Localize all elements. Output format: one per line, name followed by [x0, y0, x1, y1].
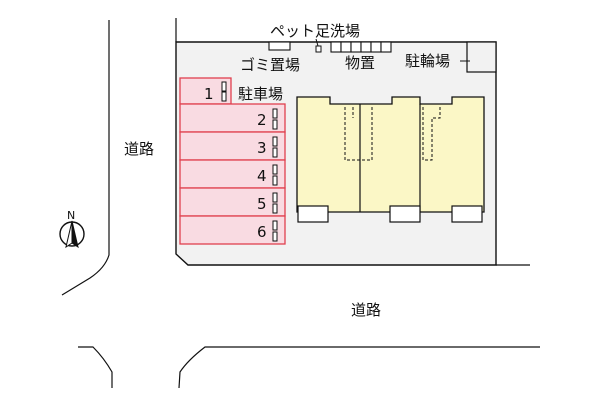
north-arrow-icon: N [59, 209, 85, 249]
parking-space-number: 5 [257, 195, 267, 213]
bicycle-parking-box [466, 41, 497, 73]
pet-foot-wash-tap [315, 45, 322, 53]
north-label: N [67, 209, 75, 222]
road-south-right-edge [178, 346, 540, 389]
parking-space-number: 3 [257, 139, 267, 157]
parking-space-number: 1 [204, 85, 214, 103]
parking-space-6 [179, 215, 286, 245]
road-west-edge [61, 20, 110, 296]
road-south-label: 道路 [351, 301, 381, 319]
wheel-stops [221, 81, 278, 242]
bicycle-parking-label: 駐輪場 [405, 52, 450, 70]
apartment-building [296, 96, 485, 213]
parking-space-3 [179, 131, 286, 161]
road-west-label: 道路 [124, 140, 154, 158]
interior-dashed-lines [344, 107, 441, 161]
pet-foot-wash-label: ペット足洗場 [270, 22, 360, 40]
entrance-steps [297, 205, 483, 223]
parking-space-2 [179, 103, 286, 133]
garbage-label: ゴミ置場 [240, 56, 300, 74]
parking-space-5 [179, 187, 286, 217]
garbage-box [268, 41, 291, 51]
parking-space-4 [179, 159, 286, 189]
parking-space-number: 6 [257, 223, 267, 241]
parking-space-number: 2 [257, 111, 267, 129]
parking-space-number: 4 [257, 167, 267, 185]
storage-label: 物置 [345, 54, 375, 72]
storage-units [330, 41, 392, 53]
parking-label: 駐車場 [238, 85, 283, 103]
pet-foot-wash-leader [315, 38, 319, 47]
road-south-left-corner [78, 346, 113, 388]
parking-area: 1 2 3 4 5 6 駐車場 [179, 77, 286, 245]
